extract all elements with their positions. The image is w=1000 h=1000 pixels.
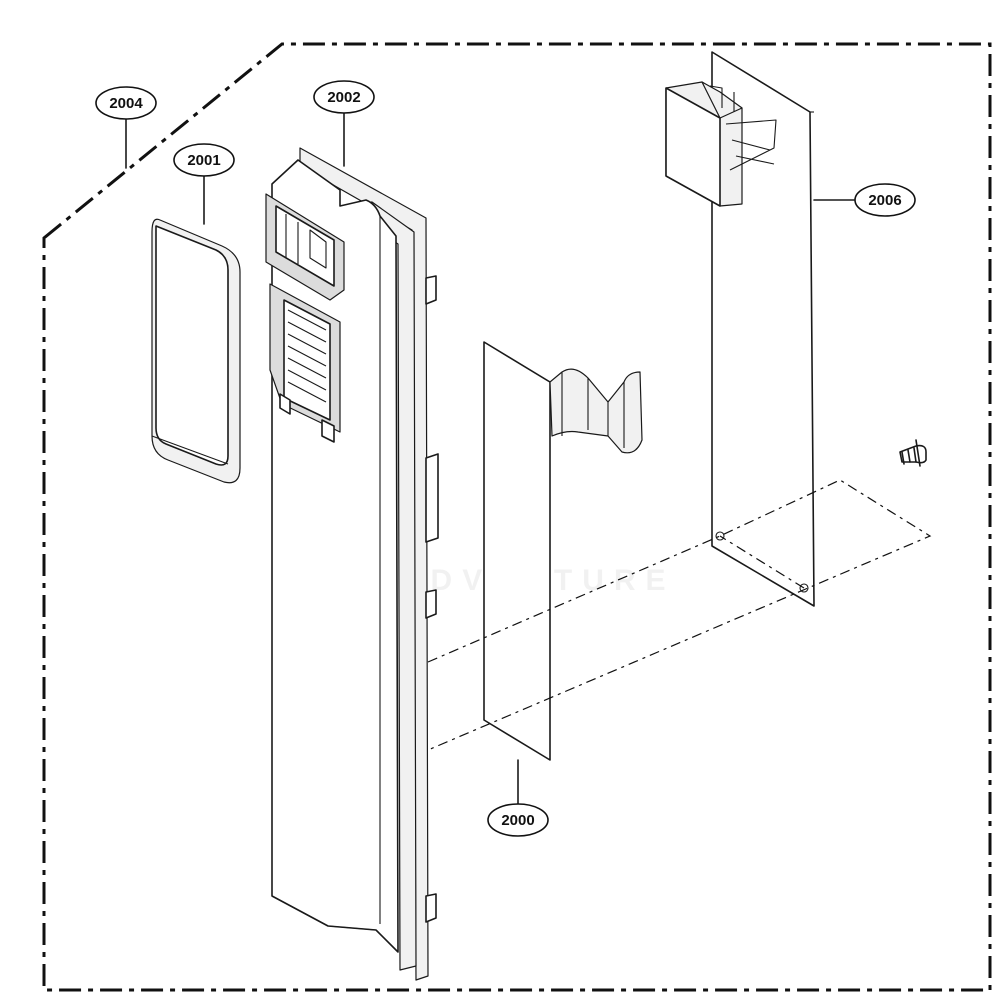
screw: [899, 439, 927, 467]
svg-text:2004: 2004: [109, 95, 143, 112]
callout-2000: 2000: [487, 803, 549, 837]
part-2002-control-frame: [265, 147, 439, 981]
callout-2002: 2002: [313, 80, 375, 114]
svg-text:2000: 2000: [501, 812, 534, 829]
callout-2004: 2004: [95, 86, 157, 120]
assembly-lines: [427, 479, 932, 751]
part-2006-pcb: [665, 51, 815, 607]
callout-2001: 2001: [173, 143, 235, 177]
svg-text:2006: 2006: [868, 192, 901, 209]
part-2000-membrane-sheet: [483, 341, 643, 761]
leader-lines: [125, 111, 855, 805]
part-2001-button-cap: [151, 218, 241, 484]
assembly-boundary: [42, 42, 992, 992]
svg-text:2001: 2001: [187, 152, 220, 169]
callout-2006: 2006: [854, 183, 916, 217]
svg-text:2002: 2002: [327, 89, 360, 106]
